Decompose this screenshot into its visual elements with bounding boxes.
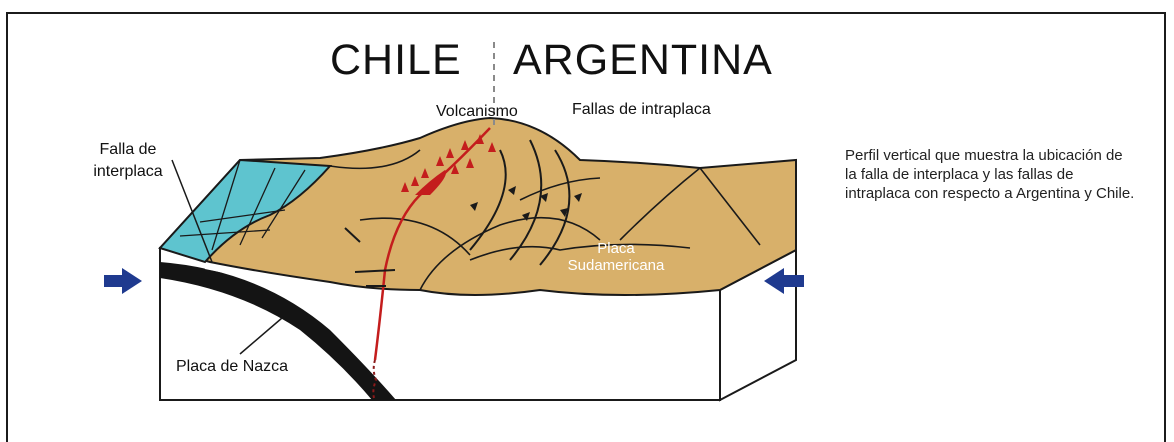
magma-body	[415, 170, 446, 195]
intraplate-fault-3	[539, 149, 571, 266]
land-surface	[158, 116, 797, 296]
volcanic-fault-lower	[372, 359, 378, 399]
volcano-marker-icon	[401, 134, 496, 192]
relief-lines	[329, 149, 761, 291]
block-diagram	[104, 42, 804, 402]
intraplate-fault-2	[509, 139, 543, 261]
caption-text: Perfil vertical que muestra la ubicación…	[845, 147, 1135, 202]
frame-border	[6, 12, 1166, 442]
interplate-fault-line	[171, 159, 213, 263]
volcanic-fault	[373, 127, 491, 361]
diagram-frame: CHILE ARGENTINA Volcanismo Fallas de int…	[6, 12, 1166, 442]
label-falla-interplaca: Falla de interplaca	[93, 141, 163, 180]
title-argentina: ARGENTINA	[513, 36, 773, 84]
title-chile: CHILE	[330, 36, 462, 84]
label-fallas-intraplaca: Fallas de intraplaca	[572, 101, 711, 118]
fault-offset-ticks	[344, 227, 396, 287]
nazca-leader-line	[239, 317, 283, 355]
interplate-slip-arrow	[204, 267, 241, 276]
ocean-grid	[179, 159, 306, 251]
fault-teeth	[470, 186, 582, 221]
intraplate-fault-1	[469, 149, 507, 251]
right-compression-arrow-icon	[764, 268, 804, 294]
nazca-plate	[160, 262, 396, 400]
label-placa-nazca: Placa de Nazca	[176, 358, 289, 375]
label-placa-sudamericana: Placa Sudamericana	[567, 240, 665, 274]
left-compression-arrow-icon	[104, 268, 142, 294]
label-volcanismo: Volcanismo	[436, 103, 518, 120]
